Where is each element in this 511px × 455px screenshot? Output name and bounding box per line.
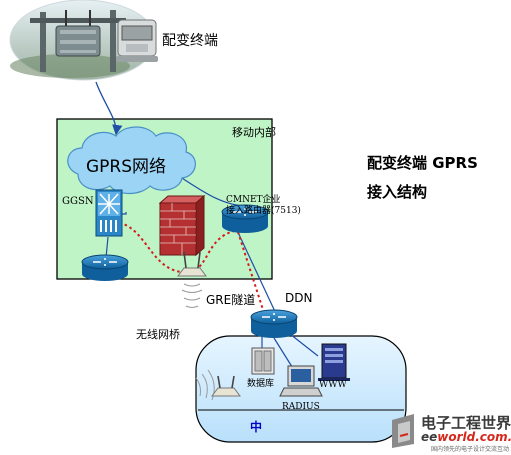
gre-tunnel-label: GRE隧道 — [206, 293, 256, 307]
diagram-title-line1: 配变终端 GPRS — [367, 154, 478, 172]
wireless-bridge-label: 无线网桥 — [136, 328, 180, 341]
cmnet-label-line2: 接入路由器(7513) — [226, 206, 301, 216]
watermark-site-name: 电子工程世界 — [421, 414, 511, 432]
ddn-router-icon — [250, 309, 298, 338]
radius-label: RADIUS — [282, 402, 320, 412]
ggsn-router-link — [105, 236, 109, 259]
watermark-tagline: 国内领先的电子设计交流互动 — [431, 446, 510, 453]
www-server-icon — [318, 343, 350, 381]
ggsn-router-icon — [81, 254, 129, 281]
database-label: 数据库 — [247, 379, 275, 389]
eeworld-logo-icon — [392, 414, 414, 448]
wireless-ap-icon — [177, 251, 207, 277]
wireless-bridge-waves — [181, 283, 215, 401]
radius-pc-icon — [279, 365, 323, 397]
center-wireless-ap-icon — [211, 375, 241, 397]
firewall-icon — [158, 194, 206, 257]
mobile-internal-label: 移动内部 — [232, 126, 276, 139]
ddn-radius-link — [273, 337, 295, 371]
watermark-domain-rest: world.com.cn — [437, 430, 511, 444]
gprs-cloud-label: GPRS网络 — [86, 157, 167, 177]
ggsn-label: GGSN — [62, 196, 94, 207]
database-server-icon — [251, 347, 275, 375]
ddn-label: DDN — [285, 291, 313, 305]
diagram-title-line2: 接入结构 — [367, 183, 428, 201]
gre-tunnel-dotted-line-2 — [237, 231, 266, 317]
ddn-www-link — [289, 333, 319, 357]
ggsn-switch-icon — [95, 189, 123, 237]
cmnet-ddn-link — [235, 227, 279, 319]
cmnet-router-icon — [221, 204, 269, 233]
terminal-device-icon — [116, 19, 158, 62]
watermark-domain-prefix: ee — [421, 430, 438, 444]
transformer-photo — [9, 0, 157, 81]
watermark-domain: eeworld.com.cn — [421, 430, 511, 444]
terminal-link-arrow — [95, 81, 123, 136]
www-label: WWW — [319, 380, 347, 390]
center-panel-label: 中 — [250, 420, 263, 434]
terminal-label: 配变终端 — [162, 33, 218, 49]
cmnet-label-line1: CMNET企业 — [226, 195, 281, 205]
